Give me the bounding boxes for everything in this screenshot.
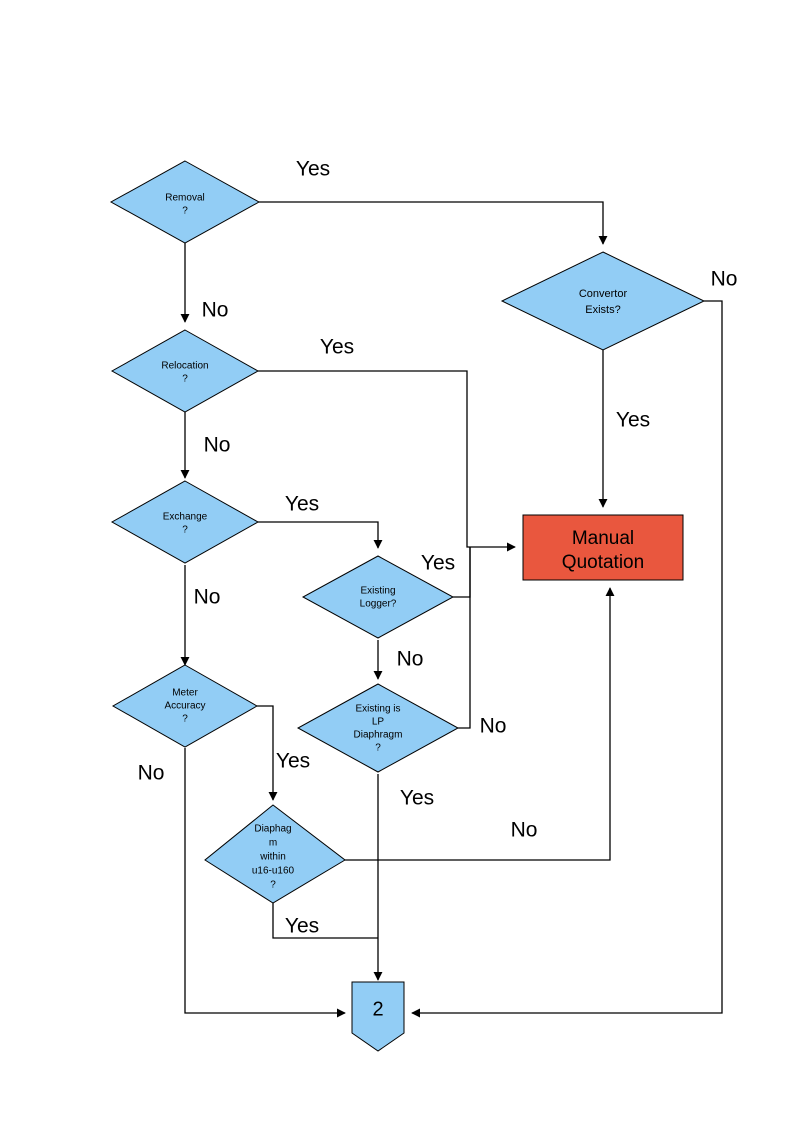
edge-diaphagm-no xyxy=(345,587,615,861)
decision-diamond[interactable] xyxy=(110,480,260,564)
node-connector-2-label: 2 xyxy=(372,998,383,1020)
node-diaphagm-line1: Diaphag xyxy=(254,824,291,835)
edge-existing-lp-no xyxy=(458,547,471,729)
decision-diamond[interactable] xyxy=(109,160,261,244)
node-exchange-line1: Exchange xyxy=(163,512,208,523)
node-diaphagm-line4: u16-u160 xyxy=(252,866,295,877)
edge-relocation-yes xyxy=(258,370,516,552)
node-existing-lp-line3: Diaphragm xyxy=(354,730,403,741)
node-meter-accuracy-line1: Meter xyxy=(172,688,198,699)
node-existing-lp-diaphragm[interactable]: Existing is LP Diaphragm ? xyxy=(296,683,460,773)
node-diaphagm-range[interactable]: Diaphag m within u16-u160 ? xyxy=(204,804,346,904)
node-convertor-exists[interactable]: Convertor Exists? xyxy=(500,251,706,351)
node-existing-logger-line1: Existing xyxy=(360,586,395,597)
decision-diamond[interactable] xyxy=(301,555,455,639)
edge-label-meter-accuracy-yes: Yes xyxy=(276,750,310,773)
node-diaphagm-line3: within xyxy=(259,852,286,863)
node-connector-2[interactable]: 2 xyxy=(351,981,405,1052)
edge-label-existing-logger-no: No xyxy=(397,648,424,671)
decision-diamond[interactable] xyxy=(111,664,259,748)
edge-exchange-yes xyxy=(258,521,383,549)
edge-label-diaphagm-no: No xyxy=(511,819,538,842)
decision-diamond[interactable] xyxy=(296,683,460,773)
node-removal-line2: ? xyxy=(182,206,188,217)
node-relocation[interactable]: Relocation ? xyxy=(110,329,260,413)
edge-label-convertor-no: No xyxy=(711,268,738,291)
edge-label-exchange-yes: Yes xyxy=(285,493,319,516)
node-manual-quotation-line2: Quotation xyxy=(562,552,644,573)
node-convertor-line1: Convertor xyxy=(579,288,628,300)
edge-label-relocation-yes: Yes xyxy=(320,336,354,359)
edge-label-relocation-no: No xyxy=(204,434,231,457)
node-removal[interactable]: Removal ? xyxy=(109,160,261,244)
node-meter-accuracy-line2: Accuracy xyxy=(164,701,205,712)
edge-label-convertor-yes: Yes xyxy=(616,409,650,432)
node-manual-quotation[interactable]: Manual Quotation xyxy=(522,514,684,581)
edge-label-diaphagm-yes: Yes xyxy=(285,915,319,938)
node-diaphagm-line5: ? xyxy=(270,880,276,891)
process-box[interactable] xyxy=(522,514,684,581)
node-existing-logger[interactable]: Existing Logger? xyxy=(301,555,455,639)
edge-convertor-no xyxy=(411,300,723,1018)
edge-meter-accuracy-yes xyxy=(257,705,278,801)
node-manual-quotation-line1: Manual xyxy=(572,528,634,549)
edge-diaphagm-yes xyxy=(272,903,378,939)
node-meter-accuracy[interactable]: Meter Accuracy ? xyxy=(111,664,259,748)
node-relocation-line1: Relocation xyxy=(161,361,208,372)
decision-diamond[interactable] xyxy=(500,251,706,351)
node-existing-lp-line1: Existing is xyxy=(355,704,400,715)
edge-meter-accuracy-no xyxy=(184,748,346,1018)
edge-existing-logger-yes xyxy=(453,547,471,598)
node-meter-accuracy-line3: ? xyxy=(182,714,188,725)
node-relocation-line2: ? xyxy=(182,374,188,385)
node-removal-line1: Removal xyxy=(165,193,204,204)
connector-pentagon[interactable] xyxy=(351,981,405,1052)
decision-diamond[interactable] xyxy=(204,804,346,904)
node-existing-lp-line2: LP xyxy=(372,717,385,728)
edge-label-existing-lp-yes: Yes xyxy=(400,787,434,810)
node-existing-lp-line4: ? xyxy=(375,743,381,754)
edge-removal-yes xyxy=(259,201,608,245)
edge-label-existing-logger-yes: Yes xyxy=(421,552,455,575)
edge-label-removal-no: No xyxy=(202,299,229,322)
decision-diamond[interactable] xyxy=(110,329,260,413)
node-exchange-line2: ? xyxy=(182,525,188,536)
edge-label-removal-yes: Yes xyxy=(296,158,330,181)
node-diaphagm-line2: m xyxy=(269,838,277,849)
node-convertor-line2: Exists? xyxy=(585,304,620,316)
node-exchange[interactable]: Exchange ? xyxy=(110,480,260,564)
edge-label-existing-lp-no: No xyxy=(480,715,507,738)
edge-label-exchange-no: No xyxy=(194,586,221,609)
node-existing-logger-line2: Logger? xyxy=(360,599,397,610)
edge-label-meter-accuracy-no: No xyxy=(138,762,165,785)
